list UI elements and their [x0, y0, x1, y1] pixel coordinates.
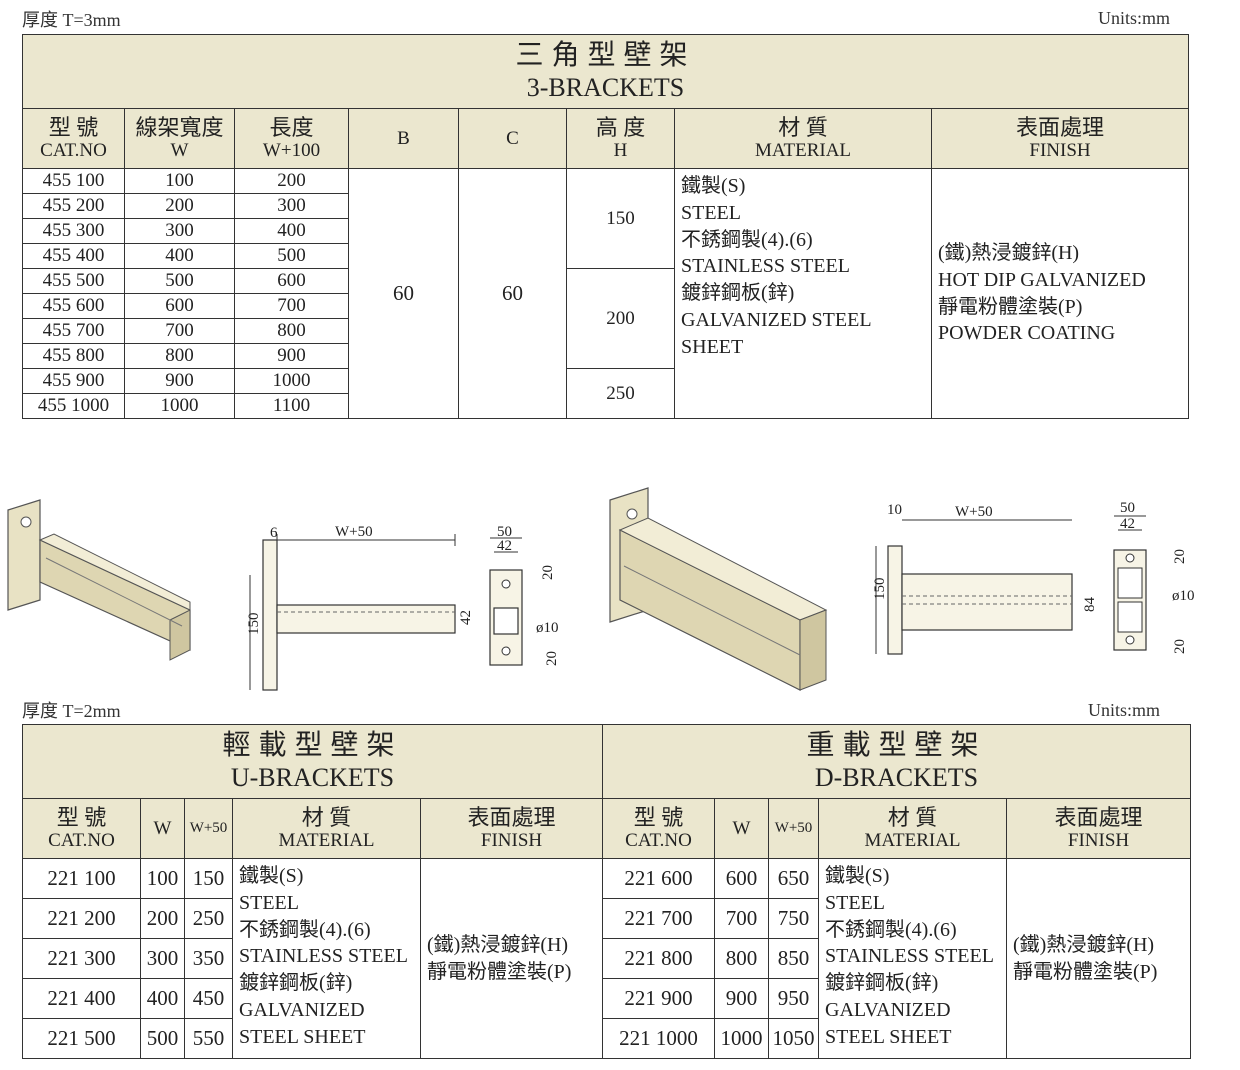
- u-material-cell: 鐵製(S) STEEL 不銹鋼製(4).(6) STAINLESS STEEL …: [232, 858, 421, 1059]
- u-bracket-side-drawing: W+50 6 150: [246, 524, 456, 691]
- table-row: 455 300 300 400: [22, 218, 1189, 244]
- table-row: 455 200 200 300: [22, 193, 1189, 219]
- table-row: 455 100 100 200 60 60 150 鐵製(S) STEEL 不銹…: [22, 168, 1190, 419]
- d-finish-cell: (鐵)熱浸鍍鋅(H) 靜電粉體塗裝(P): [1006, 858, 1191, 1059]
- d-width-label: W+50: [955, 504, 993, 520]
- table-row: 221 400 400 450 221 900 900 950: [22, 978, 1191, 1019]
- three-brackets-title: 三角型壁架 3-BRACKETS: [21, 34, 1190, 109]
- finish-cell: (鐵)熱浸鍍鋅(H) HOT DIP GALVANIZED 靜電粉體塗裝(P) …: [930, 168, 1190, 419]
- material-cell: 鐵製(S) STEEL 不銹鋼製(4).(6) STAINLESS STEEL …: [674, 168, 932, 419]
- d-bracket-illustration: [609, 487, 828, 691]
- title-en: 3-BRACKETS: [526, 72, 685, 102]
- u-d20a-label: 20: [540, 565, 556, 580]
- header-b: B: [348, 108, 459, 169]
- u-d20b-label: 20: [544, 651, 560, 666]
- table-row: 221 500 500 550 221 1000 1000 1050: [22, 1018, 1191, 1059]
- u-thick-label: 6: [270, 525, 278, 541]
- table-row: 455 900 900 1000 250: [22, 368, 1189, 419]
- table-row: 455 700 700 800: [22, 318, 1189, 344]
- d-hole-label: ø10: [1172, 588, 1195, 604]
- height-200: 200: [566, 268, 675, 369]
- table-row: 455 600 600 700: [22, 293, 1189, 319]
- d-d42-label: 42: [1120, 516, 1135, 532]
- bottom-thickness-note: 厚度 T=2mm: [22, 701, 121, 721]
- u-d42-label: 42: [497, 538, 512, 554]
- d-d20a-label: 20: [1172, 549, 1188, 564]
- d-header-w: W: [714, 798, 769, 859]
- d-d50-label: 50: [1120, 500, 1135, 516]
- d-material-cell: 鐵製(S) STEEL 不銹鋼製(4).(6) STAINLESS STEEL …: [818, 858, 1007, 1059]
- u-hole-label: ø10: [536, 620, 559, 636]
- u-bracket-end-drawing: 50 42 20 20 42 ø10: [458, 524, 560, 666]
- d-bracket-end-drawing: 50 42 20 20 84 ø10: [1082, 500, 1195, 654]
- table-row: 221 200 200 250 221 700 700 750: [22, 898, 1191, 939]
- d-height-label: 150: [872, 578, 888, 601]
- height-150: 150: [566, 168, 675, 269]
- u-brackets-title: 輕載型壁架 U-BRACKETS: [22, 724, 603, 799]
- bottom-units-note: Units:mm: [1088, 700, 1161, 720]
- top-thickness-note: 厚度 T=3mm: [22, 10, 121, 30]
- u-height-label: 150: [246, 613, 262, 636]
- table-row: 455 500 500 600 200: [22, 268, 1189, 369]
- u-finish-cell: (鐵)熱浸鍍鋅(H) 靜電粉體塗裝(P): [420, 858, 603, 1059]
- u-width-label: W+50: [335, 524, 373, 540]
- d-d20b-label: 20: [1172, 639, 1188, 654]
- d-brackets-title: 重載型壁架 D-BRACKETS: [602, 724, 1191, 799]
- title-zh: 三角型壁架: [515, 40, 696, 72]
- u-side42-label: 42: [458, 610, 474, 625]
- c-value: 60: [458, 168, 567, 419]
- d-bracket-side-drawing: W+50 10 150: [872, 502, 1073, 655]
- table-row: 221 300 300 350 221 800 800 850: [22, 938, 1191, 979]
- top-units-note: Units:mm: [1098, 8, 1171, 28]
- u-header-w: W: [140, 798, 185, 859]
- table-row: 455 400 400 500: [22, 243, 1189, 269]
- d-thick-label: 10: [887, 502, 902, 518]
- height-250: 250: [566, 368, 675, 419]
- d-side84-label: 84: [1082, 597, 1098, 613]
- u-bracket-illustration: [7, 499, 191, 661]
- header-c: C: [458, 108, 567, 169]
- table-row: 221 100 100 150 鐵製(S) STEEL 不銹鋼製(4).(6) …: [22, 858, 1191, 1059]
- d-header-w50: W+50: [768, 798, 819, 859]
- bracket-drawings: W+50 6 150 50 42 20 20 42 ø10 W+50 10: [7, 487, 1195, 691]
- u-header-w50: W+50: [184, 798, 233, 859]
- b-value: 60: [348, 168, 459, 419]
- u-d50-label: 50: [497, 524, 512, 540]
- table-row: 455 1000 1000 1100: [22, 393, 1189, 419]
- table-row: 455 800 800 900: [22, 343, 1189, 369]
